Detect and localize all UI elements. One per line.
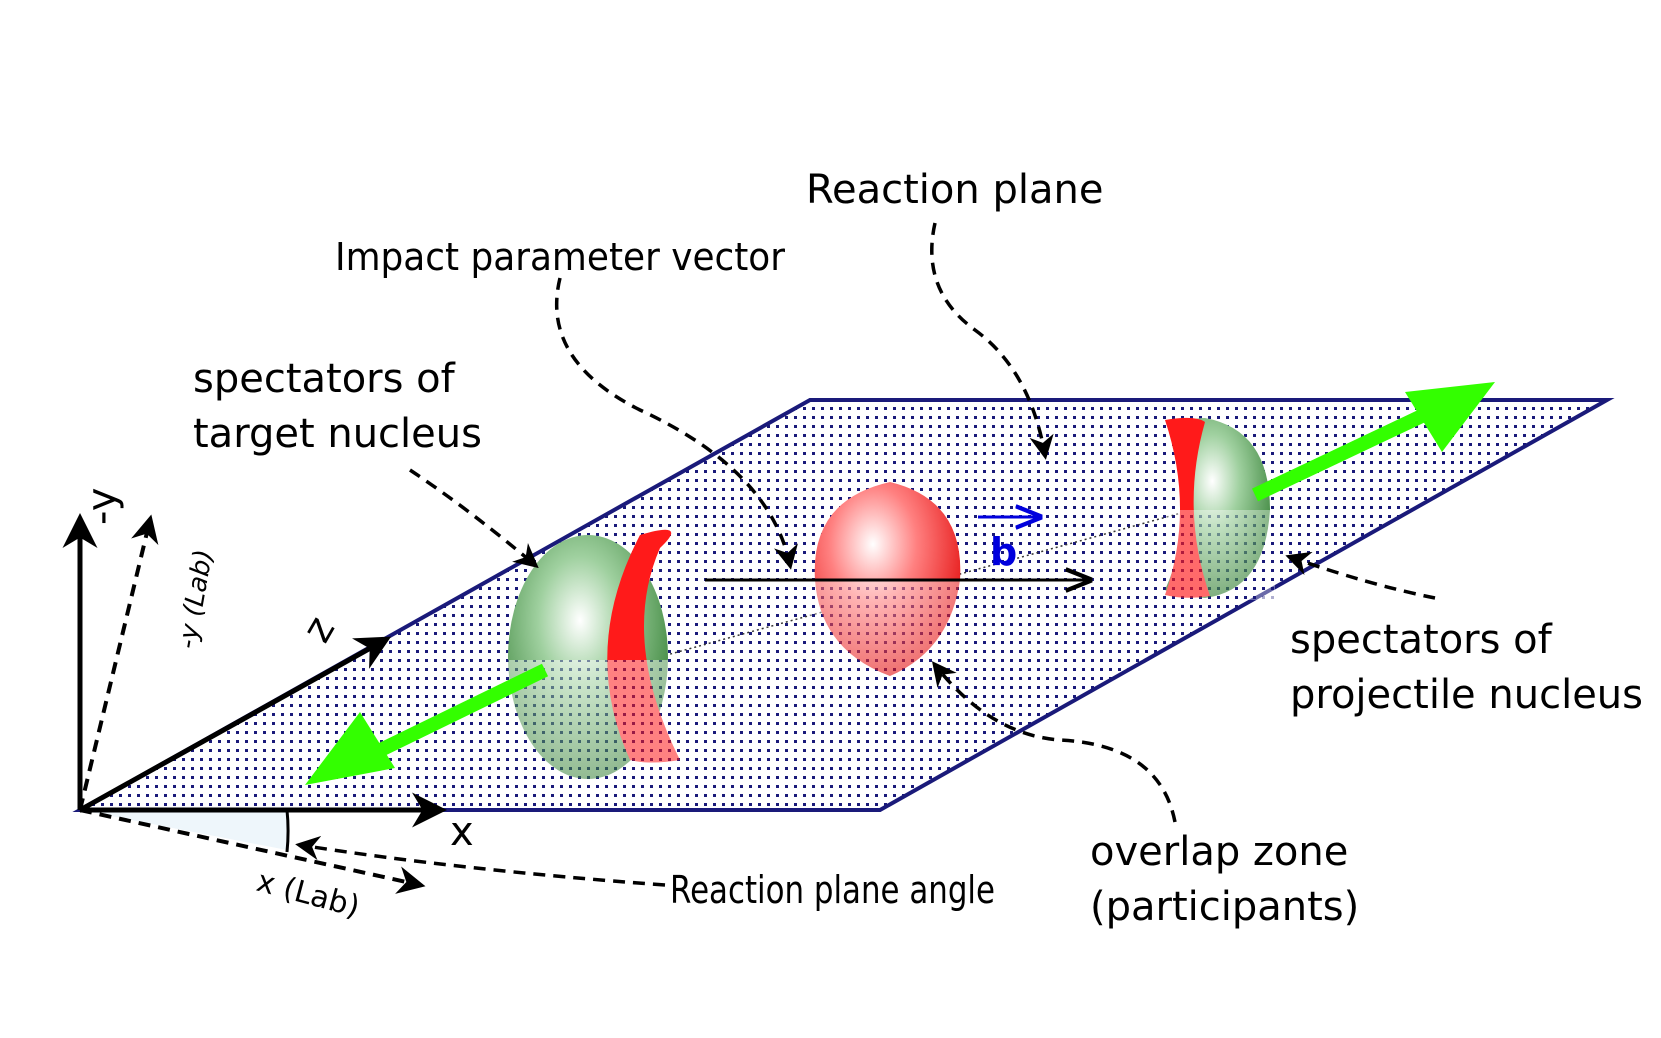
target-spectators-label-line1: spectators of <box>193 356 456 402</box>
impact-parameter-callout <box>554 277 798 570</box>
x-axis-label: x <box>450 809 474 855</box>
reaction-plane-angle-label: Reaction plane angle <box>670 868 995 912</box>
y-lab-axis-label: -y (Lab) <box>172 547 219 651</box>
z-axis <box>78 636 392 813</box>
impact-parameter-label: Impact parameter vector <box>335 235 785 279</box>
projectile-beam-arrowhead <box>1405 382 1495 452</box>
projectile-spectators-label-line2: projectile nucleus <box>1290 672 1643 718</box>
target-beam-arrow <box>356 663 549 767</box>
reaction-plane-angle-arc <box>80 810 288 850</box>
reaction-plane-callout <box>930 222 1054 460</box>
b-vector-label: b <box>990 530 1017 574</box>
reaction-plane-angle-callout <box>295 835 666 887</box>
neg-y-axis-label: -y <box>79 488 125 525</box>
projectile-spectators-label-line1: spectators of <box>1290 617 1553 663</box>
projectile-spectators-callout <box>1285 551 1436 600</box>
target-beam-arrowhead <box>305 712 395 785</box>
target-spectators-label-line2: target nucleus <box>193 411 482 457</box>
z-axis-label: z <box>294 609 344 650</box>
overlap-zone-label-line1: overlap zone <box>1090 829 1348 875</box>
target-spectators-callout <box>409 468 539 569</box>
x-lab-axis-label: x (Lab) <box>253 864 363 925</box>
reaction-plane-angle-arc-line <box>285 809 290 853</box>
y-lab-axis <box>78 514 159 811</box>
projectile-beam-arrow <box>1252 398 1448 502</box>
x-lab-axis <box>79 808 426 894</box>
reaction-plane-label: Reaction plane <box>806 167 1103 213</box>
projectile-nucleus <box>1165 417 1275 600</box>
overlap-zone-callout <box>931 661 1177 823</box>
overlap-zone-label-line2: (participants) <box>1090 884 1359 930</box>
